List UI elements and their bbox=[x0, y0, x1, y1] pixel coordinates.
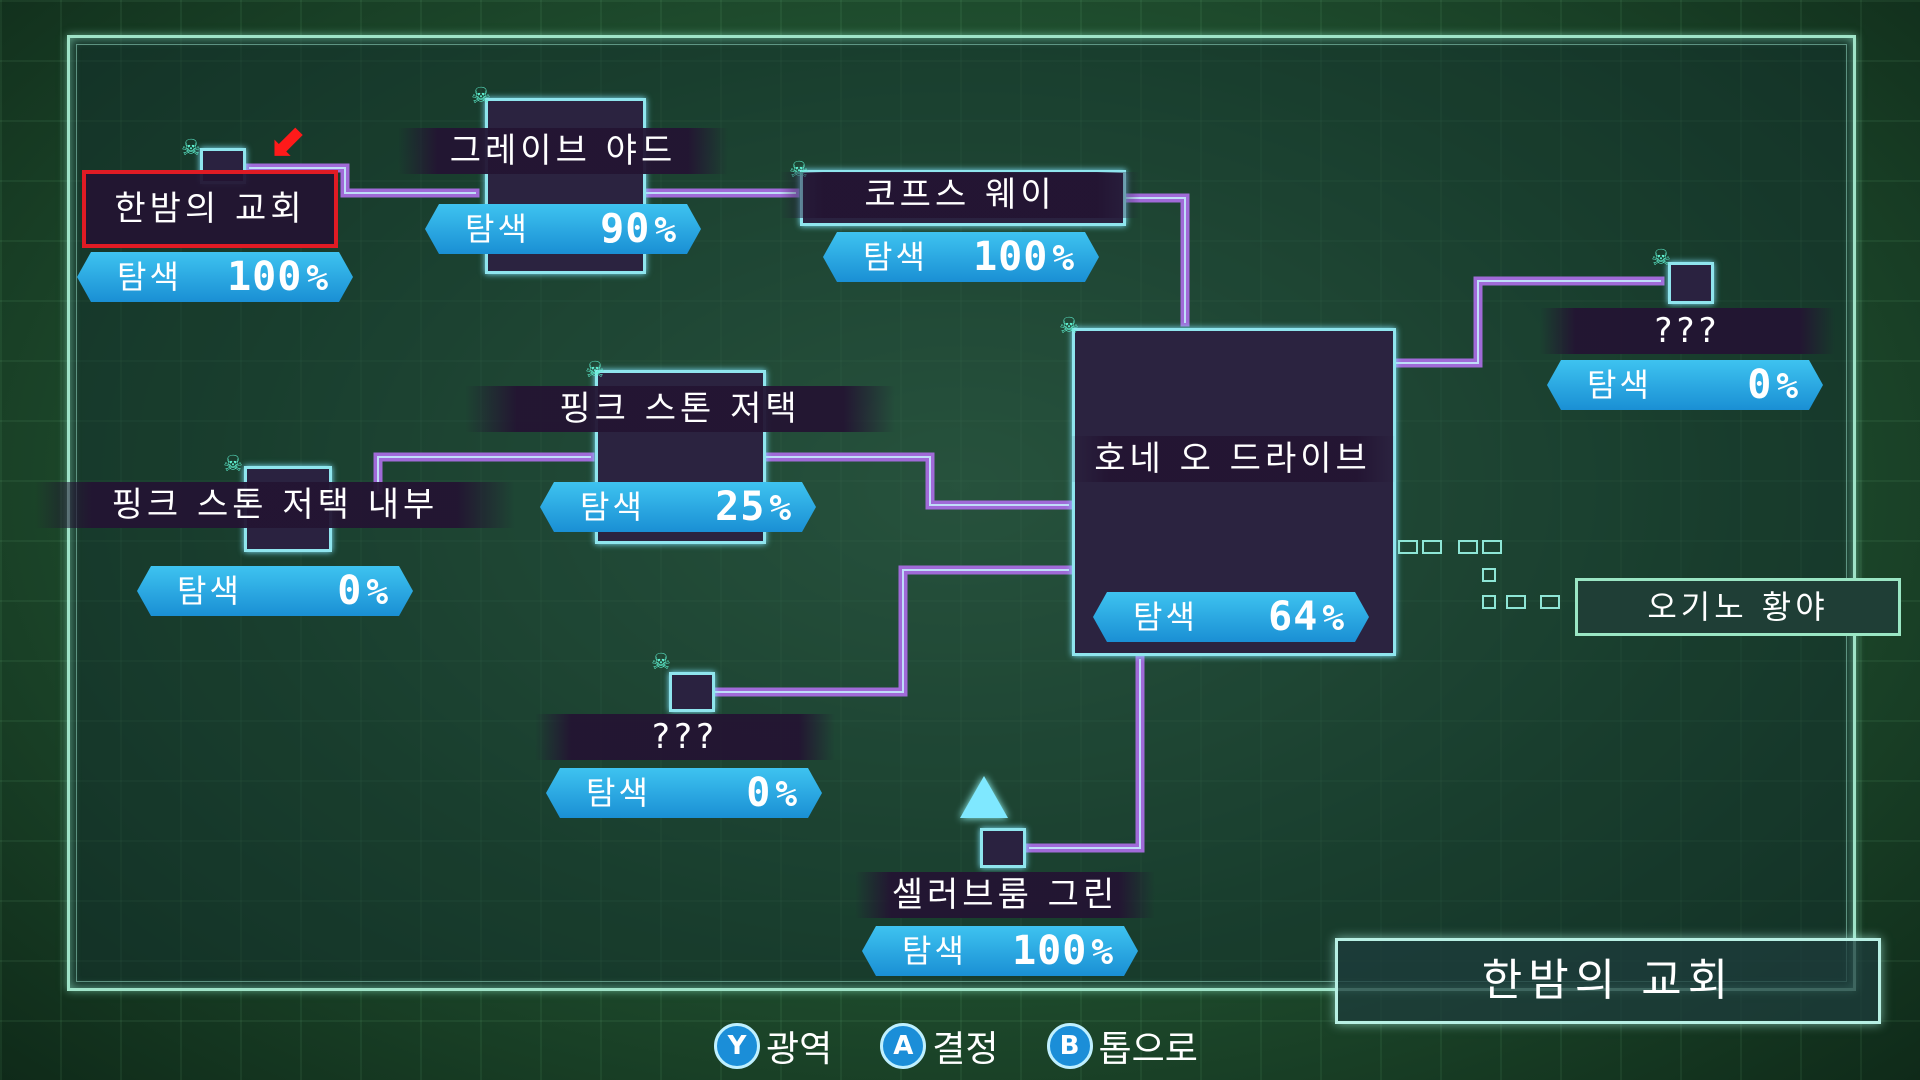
control-b[interactable]: B 톱으로 bbox=[1046, 1022, 1198, 1070]
explore-percent: 0 bbox=[1747, 362, 1773, 408]
a-button-icon: A bbox=[880, 1023, 927, 1069]
exit-area-ogino-wasteland[interactable]: 오기노 황야 bbox=[1575, 578, 1901, 636]
explore-percent: 64 bbox=[1268, 594, 1319, 640]
skull-icon: ☠ bbox=[471, 84, 491, 109]
percent-unit: % bbox=[1052, 238, 1075, 279]
percent-unit: % bbox=[1776, 366, 1799, 407]
explore-label: 탐색 bbox=[586, 774, 651, 812]
exit-path-marker bbox=[1458, 540, 1478, 554]
explore-rate-pink-stone-house: 탐색 25% bbox=[540, 482, 816, 532]
current-location-arrow-icon: ⬋ bbox=[268, 114, 307, 168]
exit-path-marker bbox=[1540, 595, 1560, 609]
explore-label: 탐색 bbox=[580, 488, 645, 526]
node-name-grave-yard[interactable]: 그레이브 야드 bbox=[398, 128, 728, 174]
exit-path-marker bbox=[1482, 595, 1496, 609]
explore-rate-unknown-bottom: 탐색 0% bbox=[546, 768, 822, 818]
explore-percent: 0 bbox=[337, 568, 363, 614]
percent-unit: % bbox=[769, 488, 792, 529]
explore-label: 탐색 bbox=[863, 238, 928, 276]
explore-percent: 100 bbox=[973, 234, 1049, 280]
control-a-label: 결정 bbox=[932, 1029, 999, 1070]
skull-icon: ☠ bbox=[585, 358, 605, 383]
explore-label: 탐색 bbox=[465, 210, 530, 248]
b-button-icon: B bbox=[1046, 1023, 1093, 1069]
explore-rate-midnight-church: 탐색 100% bbox=[77, 252, 353, 302]
skull-icon: ☠ bbox=[181, 136, 201, 161]
node-name-cerebroom-green[interactable]: 셀러브룸 그린 bbox=[855, 872, 1155, 918]
node-name-unknown-bottom[interactable]: ??? bbox=[535, 714, 835, 760]
explore-rate-pink-stone-inside: 탐색 0% bbox=[137, 566, 413, 616]
explore-label: 탐색 bbox=[117, 258, 182, 296]
control-b-label: 톱으로 bbox=[1098, 1029, 1198, 1070]
node-name-hone-o-drive[interactable]: 호네 오 드라이브 bbox=[1070, 436, 1395, 482]
explore-rate-cerebroom-green: 탐색 100% bbox=[862, 926, 1138, 976]
skull-icon: ☠ bbox=[223, 452, 243, 477]
explore-percent: 100 bbox=[227, 254, 303, 300]
up-arrow-icon bbox=[960, 776, 1008, 818]
exit-path-marker bbox=[1506, 595, 1526, 609]
explore-percent: 25 bbox=[715, 484, 766, 530]
explore-label: 탐색 bbox=[902, 932, 967, 970]
control-y-label: 광역 bbox=[766, 1029, 833, 1070]
exit-path-marker bbox=[1482, 568, 1496, 582]
control-a[interactable]: A 결정 bbox=[880, 1022, 999, 1070]
explore-rate-corpse-way: 탐색 100% bbox=[823, 232, 1099, 282]
node-name-pink-stone-inside[interactable]: 핑크 스톤 저택 내부 bbox=[35, 482, 515, 528]
explore-percent: 90 bbox=[600, 206, 651, 252]
explore-label: 탐색 bbox=[1587, 366, 1652, 404]
percent-unit: % bbox=[1322, 598, 1345, 639]
percent-unit: % bbox=[1091, 932, 1114, 973]
explore-rate-grave-yard: 탐색 90% bbox=[425, 204, 701, 254]
explore-label: 탐색 bbox=[177, 572, 242, 610]
node-box-cerebroom-green[interactable] bbox=[980, 828, 1026, 868]
exit-path-marker bbox=[1398, 540, 1418, 554]
explore-rate-unknown-right: 탐색 0% bbox=[1547, 360, 1823, 410]
node-name-pink-stone-house[interactable]: 핑크 스톤 저택 bbox=[465, 386, 895, 432]
node-box-unknown-right[interactable] bbox=[1668, 262, 1714, 304]
y-button-icon: Y bbox=[714, 1023, 760, 1069]
controls-hint: Y 광역 A 결정 B 톱으로 bbox=[714, 1022, 1198, 1070]
explore-percent: 100 bbox=[1012, 928, 1088, 974]
skull-icon: ☠ bbox=[651, 650, 671, 675]
explore-label: 탐색 bbox=[1133, 598, 1198, 636]
percent-unit: % bbox=[306, 258, 329, 299]
skull-icon: ☠ bbox=[1651, 246, 1671, 271]
node-name-midnight-church[interactable]: 한밤의 교회 bbox=[82, 170, 338, 248]
exit-path-marker bbox=[1422, 540, 1442, 554]
control-y[interactable]: Y 광역 bbox=[714, 1022, 832, 1070]
current-area-title: 한밤의 교회 bbox=[1335, 938, 1881, 1024]
node-box-unknown-bottom[interactable] bbox=[669, 672, 715, 712]
node-name-unknown-right[interactable]: ??? bbox=[1540, 308, 1835, 354]
explore-percent: 0 bbox=[746, 770, 772, 816]
node-name-corpse-way[interactable]: 코프스 웨이 bbox=[780, 172, 1140, 218]
percent-unit: % bbox=[366, 572, 389, 613]
exit-path-marker bbox=[1482, 540, 1502, 554]
percent-unit: % bbox=[654, 210, 677, 251]
explore-rate-hone-o-drive: 탐색 64% bbox=[1093, 592, 1369, 642]
percent-unit: % bbox=[775, 774, 798, 815]
skull-icon: ☠ bbox=[1059, 314, 1079, 339]
